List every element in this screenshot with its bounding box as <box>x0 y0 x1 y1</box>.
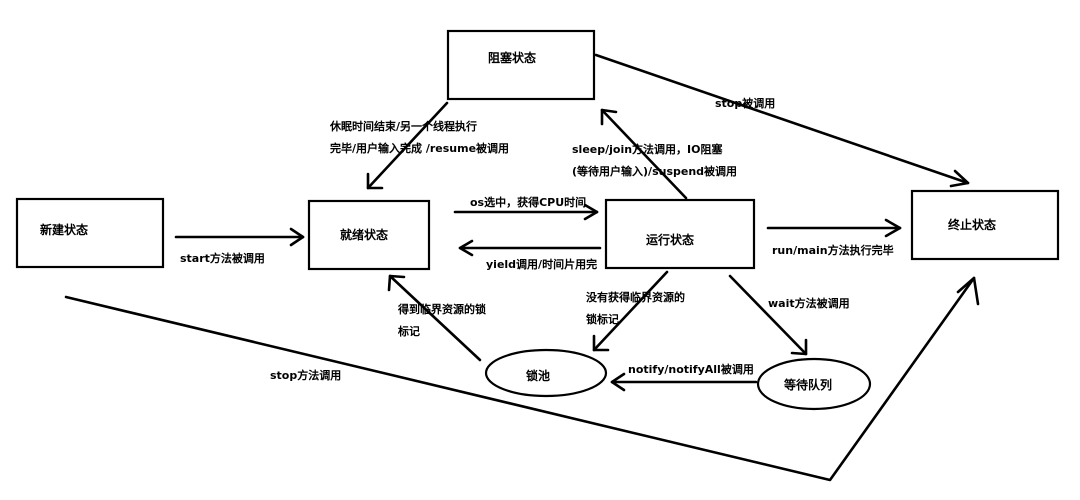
label-start: start方法被调用 <box>180 251 265 265</box>
label-os-select: os选中，获得CPU时间 <box>470 195 586 209</box>
node-wait-queue: 等待队列 <box>756 357 872 411</box>
arrow-running-to-blocked <box>600 108 688 200</box>
label-got-lock-2: 标记 <box>397 324 420 338</box>
arrow-os-select <box>453 203 599 221</box>
node-blocked-label: 阻塞状态 <box>488 50 536 65</box>
node-running: 运行状态 <box>604 198 756 270</box>
label-no-lock-2: 锁标记 <box>586 312 619 326</box>
label-notify: notify/notifyAll被调用 <box>628 362 754 376</box>
label-run-end: run/main方法执行完毕 <box>772 243 894 257</box>
label-yield: yield调用/时间片用完 <box>486 257 597 271</box>
node-ready: 就绪状态 <box>307 199 431 271</box>
arrow-got-lock <box>387 274 482 362</box>
node-lock-pool-label: 锁池 <box>526 368 550 383</box>
label-wait: wait方法被调用 <box>768 296 850 310</box>
node-terminated: 终止状态 <box>910 189 1060 261</box>
node-running-label: 运行状态 <box>646 232 694 247</box>
label-no-lock-1: 没有获得临界资源的 <box>586 290 685 304</box>
node-new-label: 新建状态 <box>40 222 88 237</box>
arrow-stop-method <box>64 276 980 482</box>
label-to-blocked-1: sleep/join方法调用，IO阻塞 <box>572 142 724 156</box>
arrow-wait <box>728 274 808 356</box>
node-wait-queue-label: 等待队列 <box>783 377 832 392</box>
node-blocked: 阻塞状态 <box>446 29 596 101</box>
arrow-notify <box>610 372 758 392</box>
arrow-blocked-to-ready <box>366 101 449 190</box>
label-blocked-to-ready-2: 完毕/用户输入完成 /resume被调用 <box>330 141 509 155</box>
label-stop-called: stop被调用 <box>715 96 775 110</box>
arrow-run-end <box>766 218 902 238</box>
arrow-stop-called <box>594 53 970 188</box>
node-new: 新建状态 <box>15 197 165 269</box>
label-blocked-to-ready-1: 休眠时间结束/另一个线程执行 <box>329 119 477 133</box>
arrow-start <box>174 227 305 247</box>
label-stop-method: stop方法调用 <box>270 368 341 382</box>
label-to-blocked-2: (等待用户输入)/suspend被调用 <box>572 164 737 178</box>
label-got-lock-1: 得到临界资源的锁 <box>397 302 486 316</box>
node-terminated-label: 终止状态 <box>948 217 996 232</box>
node-lock-pool: 锁池 <box>484 348 608 398</box>
arrow-no-lock <box>592 270 669 352</box>
arrow-yield <box>458 239 602 257</box>
node-ready-label: 就绪状态 <box>340 227 388 242</box>
